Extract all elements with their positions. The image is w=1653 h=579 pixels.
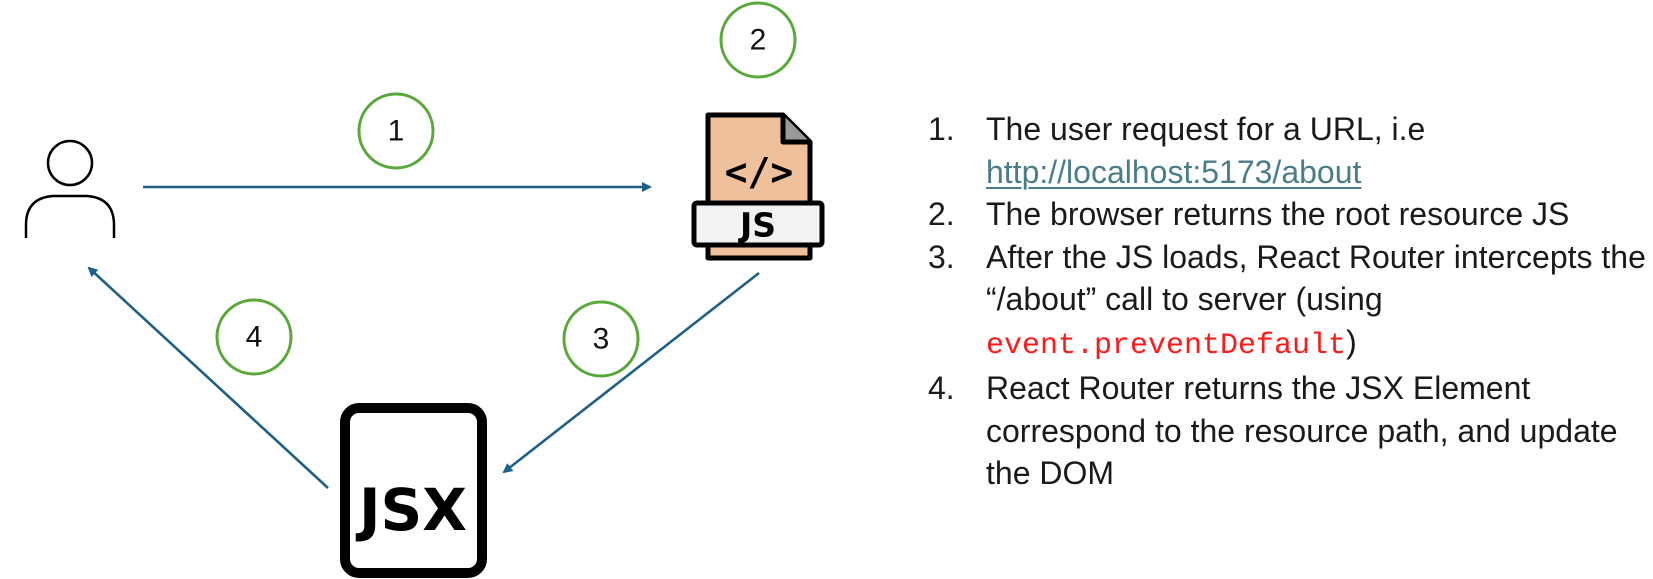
localhost-about-link[interactable]: http://localhost:5173/about: [986, 153, 1362, 190]
step-badge-1: 1: [357, 92, 435, 170]
js-file-icon: </> JS: [691, 112, 825, 261]
step-item-4: 4. React Router returns the JSX Element …: [928, 367, 1648, 495]
step-number: 3.: [928, 238, 955, 275]
step-text: After the JS loads, React Router interce…: [986, 238, 1646, 318]
step-text-end: ): [1346, 323, 1357, 360]
steps-list: 1. The user request for a URL, i.e http:…: [928, 108, 1648, 495]
step-item-2: 2. The browser returns the root resource…: [928, 193, 1648, 236]
step-badge-2: 2: [719, 1, 797, 79]
step-text: React Router returns the JSX Element cor…: [986, 370, 1618, 491]
step-badge-4: 4: [215, 298, 293, 376]
js-file-label: JS: [738, 206, 776, 245]
step-number: 2.: [928, 196, 955, 232]
arrow-js-to-jsx: [502, 271, 760, 474]
js-code-glyph: </>: [725, 150, 794, 194]
step-item-3: 3. After the JS loads, React Router inte…: [928, 236, 1648, 368]
svg-text:4: 4: [246, 321, 263, 354]
step-badge-3: 3: [562, 300, 640, 378]
step-text: The user request for a URL, i.e: [986, 111, 1426, 147]
step-number: 4.: [928, 370, 955, 406]
jsx-icon: JSX: [340, 403, 487, 578]
jsx-label: JSX: [355, 476, 467, 544]
step-text: The browser returns the root resource JS: [986, 196, 1570, 232]
step-number: 1.: [928, 111, 955, 147]
arrow-jsx-to-user: [87, 266, 329, 489]
svg-text:1: 1: [388, 115, 405, 148]
user-icon: [24, 139, 116, 238]
svg-text:3: 3: [593, 323, 610, 356]
svg-text:2: 2: [750, 24, 767, 57]
step-item-1: 1. The user request for a URL, i.e http:…: [928, 108, 1648, 193]
prevent-default-code: event.preventDefault: [986, 328, 1347, 363]
